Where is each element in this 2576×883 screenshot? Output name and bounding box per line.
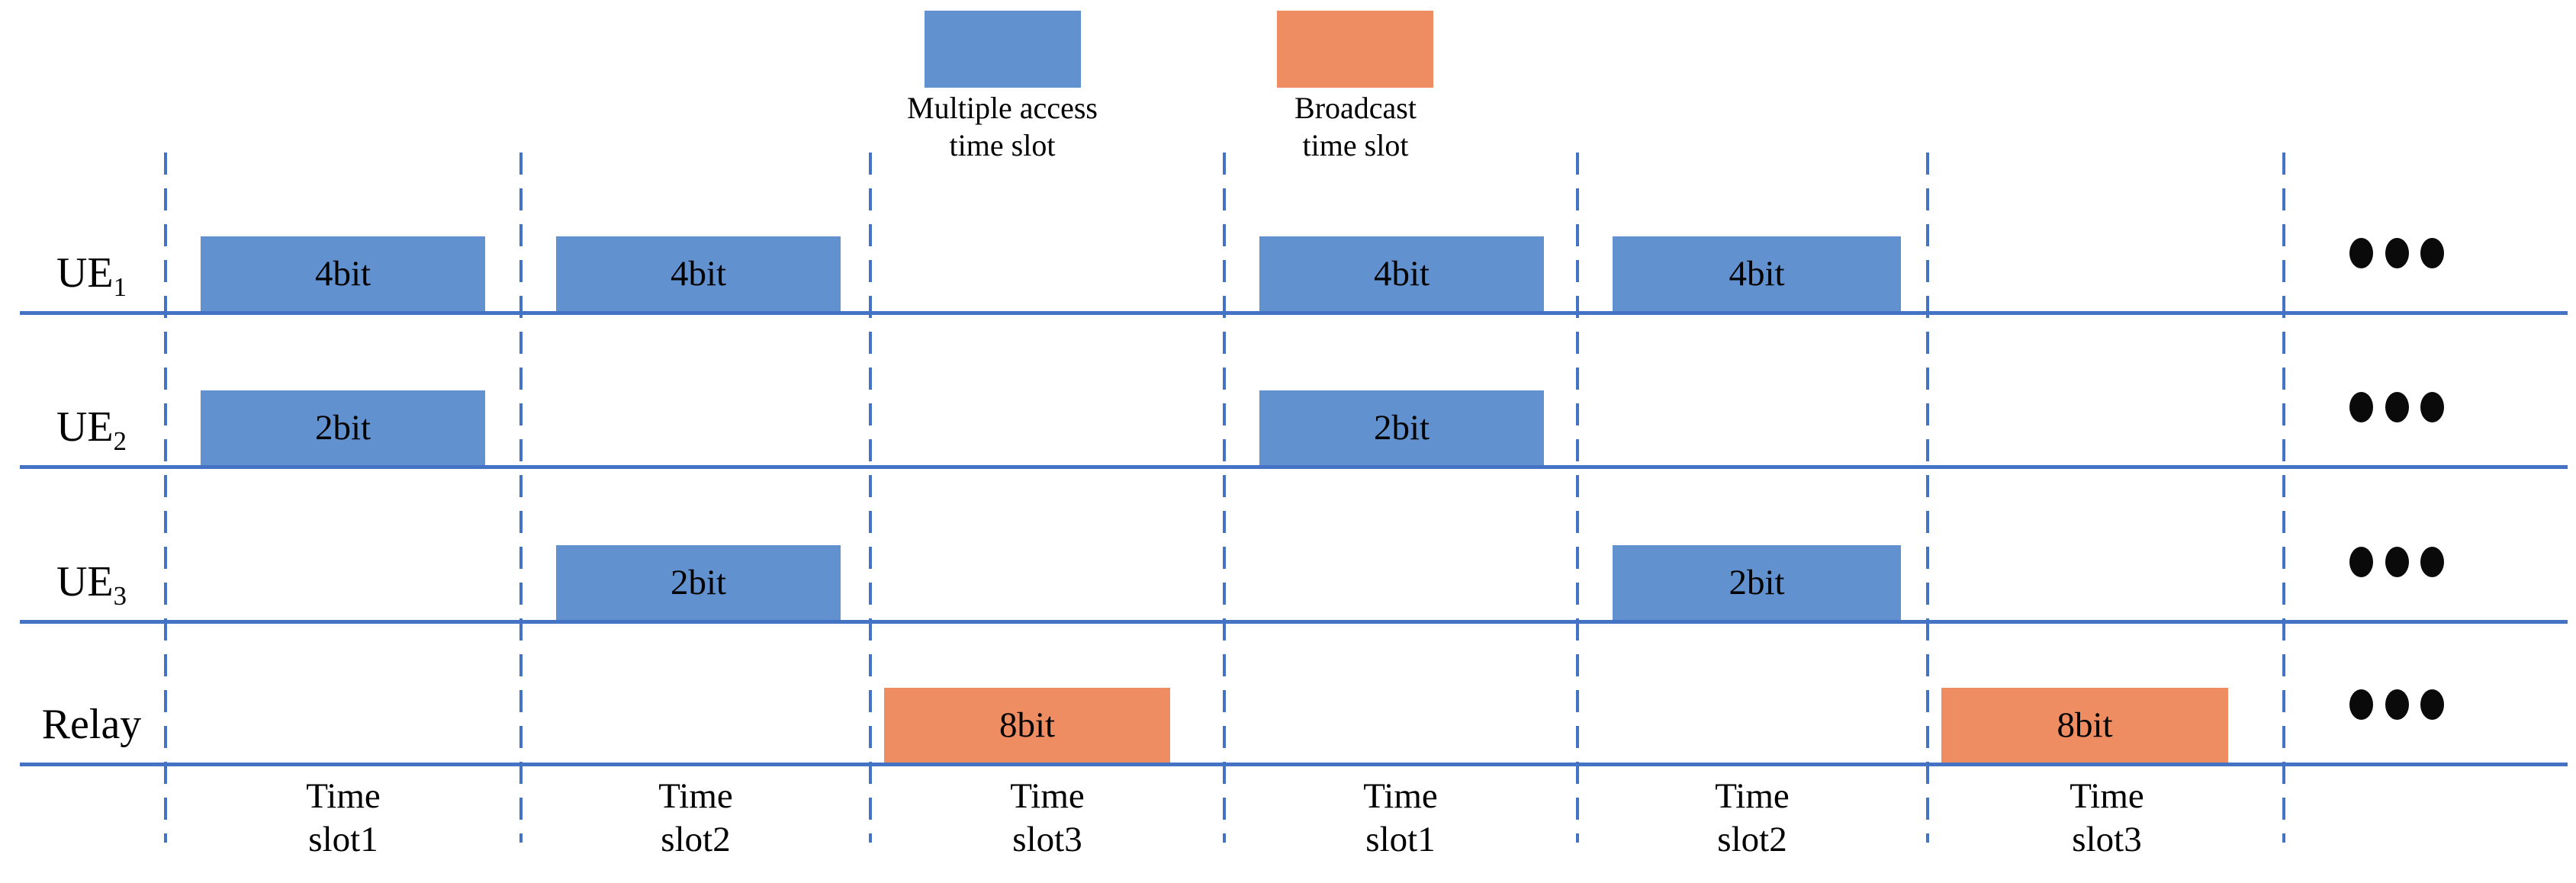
row-label-subscript: 3 bbox=[113, 581, 127, 612]
dot bbox=[2349, 689, 2373, 720]
dot bbox=[2420, 689, 2444, 720]
ellipsis-dots-ue3 bbox=[2349, 547, 2444, 577]
legend-label-broadcast: Broadcast time slot bbox=[1294, 91, 1417, 162]
row-label-subscript: 2 bbox=[113, 426, 127, 457]
legend-label-multiple-access: Multiple access time slot bbox=[907, 91, 1098, 162]
row-label-text: UE bbox=[56, 558, 114, 605]
slot-separator-line bbox=[869, 153, 872, 843]
row-baseline-ue2 bbox=[20, 465, 2568, 469]
bar-ue3-slot2: 2bit bbox=[556, 545, 841, 620]
dot bbox=[2385, 547, 2409, 577]
ellipsis-dots-relay bbox=[2349, 689, 2444, 720]
time-slot-label-3: Time slot3 bbox=[1010, 776, 1085, 860]
ellipsis-dots-ue1 bbox=[2349, 238, 2444, 268]
bar-ue1-slot5: 4bit bbox=[1613, 236, 1901, 311]
slot-separator-line bbox=[519, 153, 523, 843]
legend-swatch-multiple-access bbox=[925, 11, 1081, 88]
slot-separator-line bbox=[1576, 153, 1579, 843]
dot bbox=[2420, 392, 2444, 422]
bar-ue2-slot1: 2bit bbox=[201, 390, 485, 465]
row-label-subscript: 1 bbox=[113, 272, 127, 303]
slot-separator-line bbox=[2282, 153, 2285, 843]
time-slot-label-5: Time slot2 bbox=[1715, 776, 1790, 860]
time-slot-label-2: Time slot2 bbox=[658, 776, 733, 860]
row-label-text: UE bbox=[56, 403, 114, 451]
time-slot-label-1: Time slot1 bbox=[306, 776, 381, 860]
slot-separator-line bbox=[164, 153, 167, 843]
dot bbox=[2385, 392, 2409, 422]
dot bbox=[2349, 238, 2373, 268]
row-baseline-ue1 bbox=[20, 311, 2568, 315]
dot bbox=[2385, 689, 2409, 720]
slot-separator-line bbox=[1223, 153, 1226, 843]
row-baseline-relay bbox=[20, 763, 2568, 766]
ellipsis-dots-ue2 bbox=[2349, 392, 2444, 422]
dot bbox=[2349, 392, 2373, 422]
row-label-relay: Relay bbox=[23, 700, 160, 749]
row-label-ue3: UE3 bbox=[23, 557, 160, 609]
dot bbox=[2349, 547, 2373, 577]
bar-ue1-slot1: 4bit bbox=[201, 236, 485, 311]
row-label-ue2: UE2 bbox=[23, 403, 160, 454]
row-label-text: UE bbox=[56, 249, 114, 297]
time-slot-label-4: Time slot1 bbox=[1363, 776, 1438, 860]
bar-ue1-slot2: 4bit bbox=[556, 236, 841, 311]
time-slot-label-6: Time slot3 bbox=[2069, 776, 2144, 860]
row-baseline-ue3 bbox=[20, 620, 2568, 624]
row-label-ue1: UE1 bbox=[23, 249, 160, 300]
bar-relay-slot3: 8bit bbox=[884, 688, 1170, 763]
slot-separator-line bbox=[1926, 153, 1929, 843]
dot bbox=[2420, 238, 2444, 268]
legend-swatch-broadcast bbox=[1277, 11, 1433, 88]
row-label-text: Relay bbox=[41, 701, 142, 748]
dot bbox=[2385, 238, 2409, 268]
bar-ue3-slot5: 2bit bbox=[1613, 545, 1901, 620]
bar-ue1-slot4: 4bit bbox=[1259, 236, 1544, 311]
bar-ue2-slot4: 2bit bbox=[1259, 390, 1544, 465]
dot bbox=[2420, 547, 2444, 577]
bar-relay-slot6: 8bit bbox=[1941, 688, 2228, 763]
